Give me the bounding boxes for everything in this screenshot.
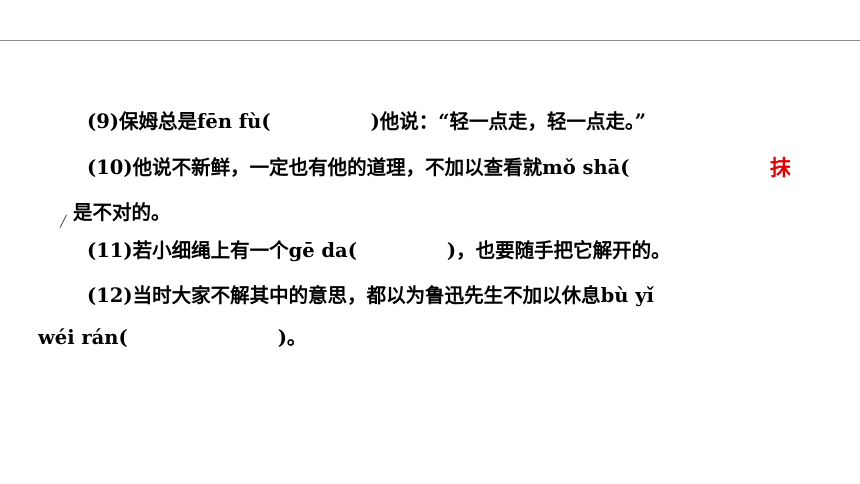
exercise-item-11: (11)若小细绳上有一个gē da( )，也要随手把它解开的。 bbox=[87, 238, 671, 264]
exercise-item-9: (9)保姆总是fēn fù( )他说：“轻一点走，轻一点走。” bbox=[87, 109, 646, 135]
item-12-continuation: wéi rán( bbox=[38, 326, 128, 349]
text-cursor-icon: ╱ bbox=[60, 215, 67, 228]
item-12-suffix: )。 bbox=[277, 326, 307, 349]
item-11-suffix: )，也要随手把它解开的。 bbox=[446, 239, 671, 262]
exercise-item-10-continuation: 是不对的。 bbox=[73, 200, 171, 226]
item-10-answer: 抹 bbox=[770, 155, 790, 180]
item-11-prefix: (11)若小细绳上有一个gē da( bbox=[87, 239, 357, 262]
item-9-prefix: (9)保姆总是fēn fù( bbox=[87, 110, 271, 133]
exercise-item-10: (10)他说不新鲜，一定也有他的道理，不加以查看就mǒ shā( bbox=[87, 155, 630, 181]
item-12-prefix: (12)当时大家不解其中的意思，都以为鲁迅先生不加以休息bù yǐ bbox=[87, 284, 654, 307]
exercise-item-12-continuation: wéi rán( )。 bbox=[38, 325, 306, 351]
item-10-prefix: (10)他说不新鲜，一定也有他的道理，不加以查看就mǒ shā( bbox=[87, 156, 630, 179]
exercise-item-12: (12)当时大家不解其中的意思，都以为鲁迅先生不加以休息bù yǐ bbox=[87, 283, 654, 309]
item-9-suffix: )他说：“轻一点走，轻一点走。” bbox=[370, 110, 646, 133]
item-10-continuation: 是不对的。 bbox=[73, 201, 171, 224]
top-divider bbox=[0, 40, 860, 41]
